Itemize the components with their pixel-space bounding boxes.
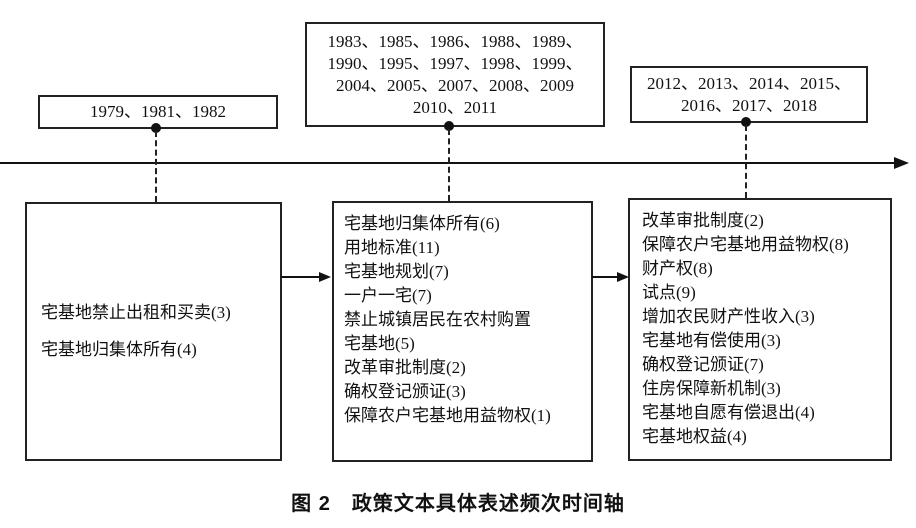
year-box-period-3: 2012、2013、2014、2015、2016、2017、2018: [630, 66, 868, 123]
figure-caption: 图 2 政策文本具体表述频次时间轴: [291, 493, 625, 515]
policy-item: 宅基地归集体所有(4): [41, 340, 197, 359]
dashed-connector-period-1: [155, 131, 157, 202]
policy-item: 宅基地自愿有偿退出(4): [642, 403, 815, 422]
policy-item: 宅基地权益(4): [642, 427, 747, 446]
year-line: 2016、2017、2018: [681, 95, 817, 115]
flow-arrowhead-icon: [617, 272, 629, 282]
policy-item: 增加农民财产性收入(3): [642, 307, 815, 326]
policy-item: 一户一宅(7): [344, 286, 432, 305]
policy-box-period-1: 宅基地禁止出租和买卖(3) 宅基地归集体所有(4): [25, 202, 282, 461]
timeline-dot-period-2: [444, 121, 454, 131]
policy-item: 保障农户宅基地用益物权(1): [344, 406, 551, 425]
policy-item: 确权登记颁证(7): [642, 355, 764, 374]
policy-item: 宅基地禁止出租和买卖(3): [41, 303, 231, 322]
year-line: 2012、2013、2014、2015、: [647, 73, 851, 93]
policy-item: 改革审批制度(2): [642, 211, 764, 230]
policy-item: 试点(9): [642, 283, 696, 302]
year-line: 2004、2005、2007、2008、2009: [336, 75, 574, 95]
policy-item: 禁止城镇居民在农村购置 宅基地(5): [344, 310, 531, 353]
year-line: 1990、1995、1997、1998、1999、: [327, 53, 583, 73]
policy-box-period-3: 改革审批制度(2) 保障农户宅基地用益物权(8) 财产权(8) 试点(9) 增加农民财产…: [628, 198, 892, 461]
policy-item: 用地标准(11): [344, 238, 440, 257]
dashed-connector-period-3: [745, 125, 747, 198]
flow-arrow-box1-to-box2: [281, 276, 320, 278]
year-box-period-2: 1983、1985、1986、1988、1989、1990、1995、1997、…: [305, 22, 605, 127]
year-line: 1983、1985、1986、1988、1989、: [327, 31, 583, 51]
policy-item: 财产权(8): [642, 259, 713, 278]
timeline-dot-period-1: [151, 123, 161, 133]
flow-arrow-box2-to-box3: [592, 276, 618, 278]
policy-item: 保障农户宅基地用益物权(8): [642, 235, 849, 254]
year-line: 2010、2011: [412, 97, 498, 117]
year-line: 1979、1981、1982: [90, 102, 226, 121]
timeline-arrowhead-icon: [894, 157, 909, 169]
policy-item: 确权登记颁证(3): [344, 382, 466, 401]
policy-item: 宅基地规划(7): [344, 262, 449, 281]
policy-box-period-2: 宅基地归集体所有(6) 用地标准(11) 宅基地规划(7) 一户一宅(7) 禁止城镇居民…: [332, 201, 593, 462]
dashed-connector-period-2: [448, 129, 450, 201]
policy-item: 宅基地归集体所有(6): [344, 214, 500, 233]
policy-item: 宅基地有偿使用(3): [642, 331, 781, 350]
flow-arrowhead-icon: [319, 272, 331, 282]
policy-item: 住房保障新机制(3): [642, 379, 781, 398]
timeline-dot-period-3: [741, 117, 751, 127]
policy-item: 改革审批制度(2): [344, 358, 466, 377]
